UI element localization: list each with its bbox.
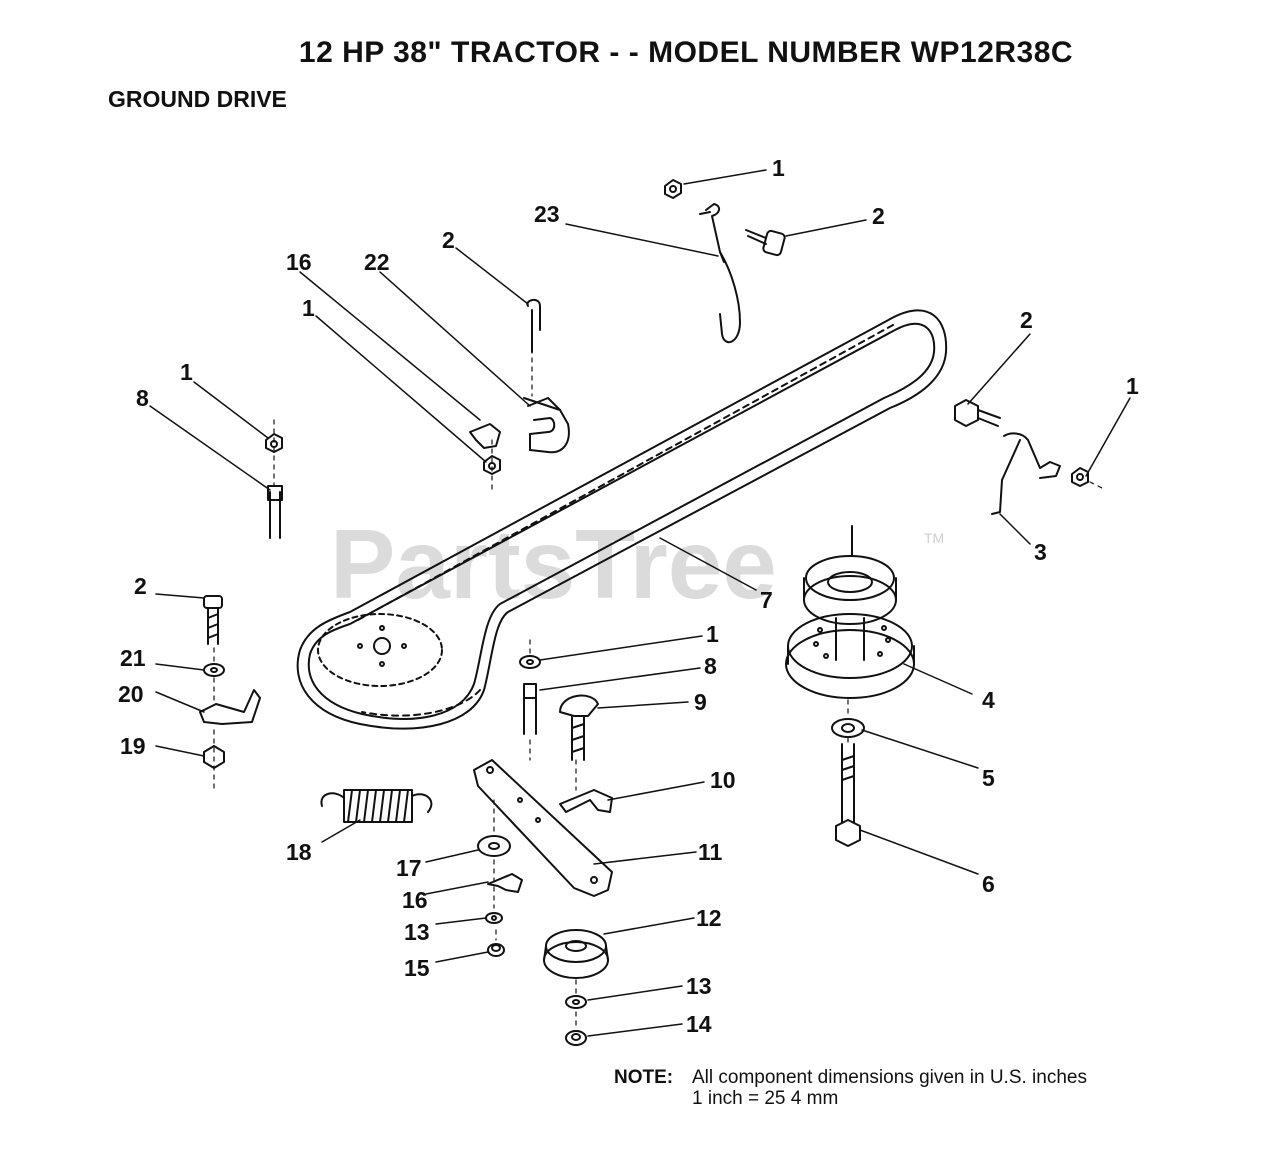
washer-13a <box>485 912 503 924</box>
callout: 2 <box>872 203 885 229</box>
part-5-washer <box>831 718 865 738</box>
callout: 11 <box>698 839 723 865</box>
callout: 13 <box>404 919 430 945</box>
bracket-10 <box>559 789 613 813</box>
callout: 21 <box>120 645 146 671</box>
part-4-pulley <box>785 525 915 699</box>
drive-belt <box>296 309 948 730</box>
callout: 13 <box>686 973 712 999</box>
callout: 5 <box>982 765 995 791</box>
watermark: PartsTree TM <box>330 509 944 619</box>
callout: 1 <box>1126 373 1139 399</box>
watermark-text: PartsTree <box>330 509 777 619</box>
clip-16 <box>487 873 523 893</box>
callout: 2 <box>442 227 455 253</box>
idler-arm-11 <box>473 759 613 897</box>
nut-top <box>664 179 682 199</box>
callout: 6 <box>982 871 995 897</box>
callout: 1 <box>772 155 785 181</box>
part-22-hook <box>523 299 570 454</box>
part-6-bolt <box>835 743 861 847</box>
note-label: NOTE: <box>614 1067 674 1088</box>
washer-21 <box>203 663 225 677</box>
callout: 2 <box>1020 307 1033 333</box>
nut-right <box>1071 467 1089 487</box>
bolt-9 <box>559 694 599 761</box>
callout: 12 <box>696 905 722 931</box>
callout: 8 <box>704 653 717 679</box>
center-lines <box>213 339 1103 1031</box>
callout: 18 <box>286 839 312 865</box>
nut-14 <box>565 1030 587 1046</box>
callout: 22 <box>364 249 390 275</box>
watermark-tm: TM <box>924 530 944 546</box>
callout: 1 <box>706 621 719 647</box>
note-line-1: All component dimensions given in U.S. i… <box>692 1067 1087 1088</box>
callout: 19 <box>120 733 146 759</box>
callout: 17 <box>396 855 422 881</box>
washer-13b <box>565 995 587 1009</box>
washer-17 <box>477 835 511 857</box>
dimension-note: NOTE: All component dimensions given in U… <box>614 1067 1087 1109</box>
note-line-2: 1 inch = 25 4 mm <box>692 1088 839 1109</box>
part-16-clip <box>469 423 501 449</box>
callout: 16 <box>286 249 312 275</box>
callout: 1 <box>180 359 193 385</box>
callout: 15 <box>404 955 430 981</box>
nut-15 <box>487 943 505 957</box>
stud-8-left <box>267 485 283 539</box>
bracket-20 <box>199 689 261 725</box>
callout: 8 <box>136 385 149 411</box>
callout: 23 <box>534 201 560 227</box>
idler-pulley-12 <box>543 929 609 979</box>
callout: 3 <box>1034 539 1047 565</box>
part-23-bracket <box>699 203 741 344</box>
spring-18 <box>320 789 433 823</box>
bolt-left-2 <box>203 595 223 645</box>
callout: 20 <box>118 681 144 707</box>
engine-pulley <box>317 613 443 687</box>
section-title: GROUND DRIVE <box>108 86 287 112</box>
bolt-right <box>954 399 1001 427</box>
callout: 16 <box>402 887 428 913</box>
nut-1-center <box>519 655 541 669</box>
callout: 7 <box>760 587 773 613</box>
stud-8-center <box>523 683 537 735</box>
callout: 10 <box>710 767 736 793</box>
leader-lines <box>149 169 1131 1037</box>
callout: 14 <box>686 1011 712 1037</box>
bolt-top-right <box>745 229 786 257</box>
page-title: 12 HP 38" TRACTOR - - MODEL NUMBER WP12R… <box>298 36 1074 69</box>
nut-19 <box>203 745 225 769</box>
part-3-bracket <box>991 432 1061 515</box>
callout: 1 <box>302 295 315 321</box>
callout: 2 <box>134 573 147 599</box>
callout: 9 <box>694 689 707 715</box>
callout-labels: 1 23 2 16 22 2 1 2 1 8 1 3 7 2 1 8 21 4 … <box>118 155 1139 1037</box>
callout: 4 <box>982 687 995 713</box>
